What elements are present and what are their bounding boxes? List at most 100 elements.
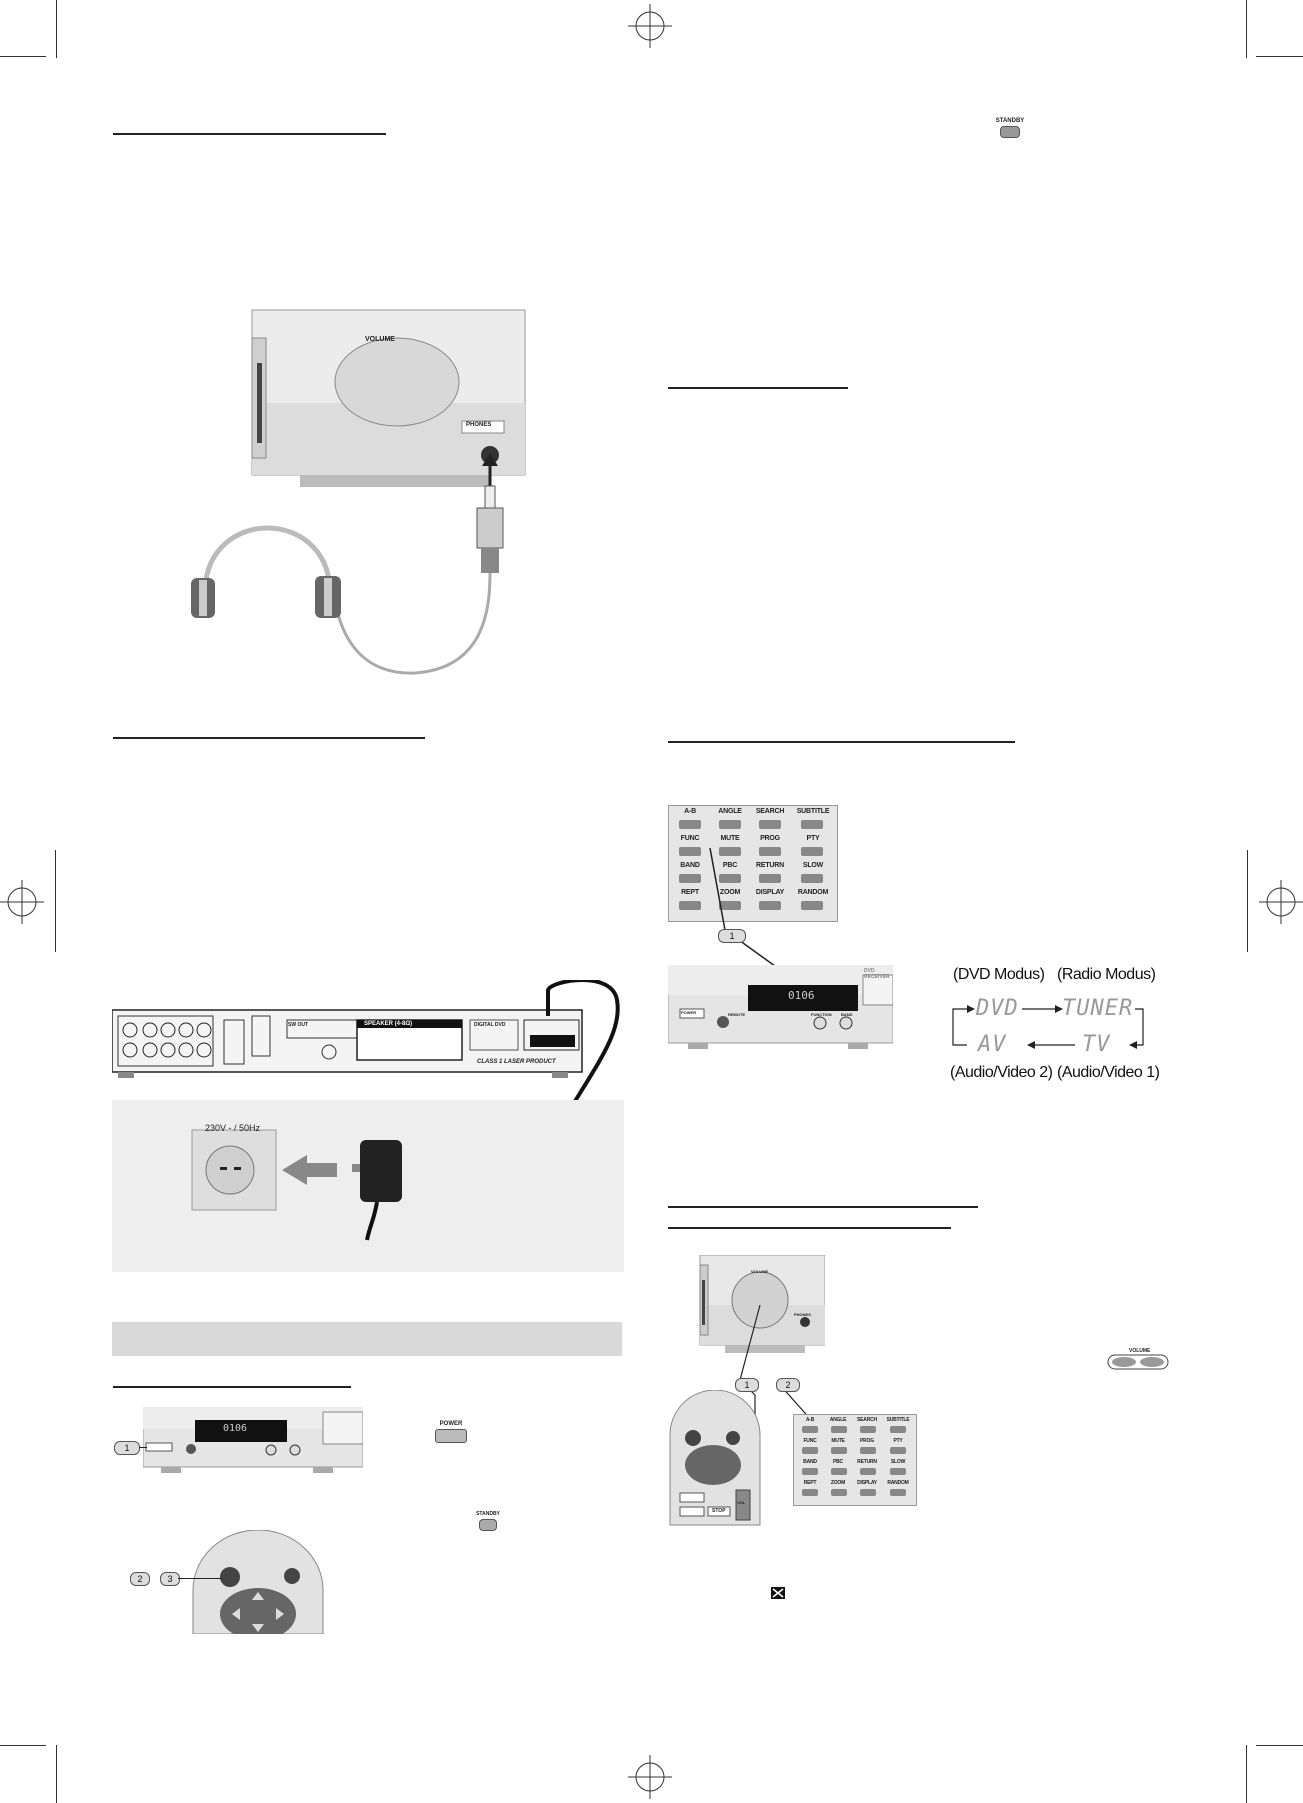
key-label: SLOW — [890, 1459, 906, 1465]
keypad-button[interactable] — [719, 820, 741, 829]
volume-unit-label: VOLUME — [751, 1269, 769, 1274]
keypad-button[interactable] — [860, 1447, 876, 1454]
standby-button-figure: STANDBY — [990, 118, 1030, 142]
crop-mark — [0, 56, 46, 57]
function-label: FUNCTION — [811, 1012, 832, 1017]
keypad-button[interactable] — [679, 874, 701, 883]
key-label: RANDOM — [797, 889, 829, 896]
standby-button-label: STANDBY — [476, 1511, 500, 1517]
crop-mark — [0, 1745, 46, 1746]
key-label: MUTE — [831, 1438, 845, 1444]
laser-label: CLASS 1 LASER PRODUCT — [477, 1059, 556, 1065]
key-label: SEARCH — [755, 808, 785, 815]
lcd-dvd: DVD — [976, 996, 1019, 1021]
keypad-button[interactable] — [860, 1426, 876, 1433]
mode-cycle-arrows — [952, 1005, 1144, 1049]
power-key-icon — [435, 1429, 467, 1443]
keypad-button[interactable] — [831, 1447, 847, 1454]
speaker-label: SPEAKER (4-8Ω) — [364, 1021, 413, 1027]
step-badge: 1 — [114, 1441, 140, 1455]
keypad-button[interactable] — [890, 1447, 906, 1454]
keypad-button[interactable] — [860, 1489, 876, 1496]
step-badge: 2 — [130, 1572, 150, 1586]
front-panel-small-illustration: 0106 — [142, 1406, 364, 1475]
keypad-button[interactable] — [802, 1468, 818, 1475]
keypad-button[interactable] — [802, 1447, 818, 1454]
keypad-button[interactable] — [679, 847, 701, 856]
keypad-button[interactable] — [831, 1468, 847, 1475]
lcd-av: AV — [978, 1032, 1007, 1057]
keypad-button[interactable] — [759, 901, 781, 910]
sw-out-label: SW OUT — [288, 1022, 308, 1028]
keypad-button[interactable] — [759, 874, 781, 883]
rocker-label: VOLUME — [1129, 1348, 1151, 1354]
registration-mark-right — [1259, 880, 1303, 924]
key-label: SLOW — [802, 862, 824, 869]
keypad-button[interactable] — [801, 901, 823, 910]
registration-mark-bottom — [628, 1755, 672, 1799]
keypad-button[interactable] — [890, 1468, 906, 1475]
keypad-button[interactable] — [890, 1426, 906, 1433]
keypad-button[interactable] — [801, 820, 823, 829]
keypad-button[interactable] — [802, 1426, 818, 1433]
standby-label: STANDBY — [995, 118, 1025, 124]
power-button-label: POWER — [439, 1421, 463, 1427]
key-label: ZOOM — [719, 889, 741, 896]
keypad-button[interactable] — [860, 1468, 876, 1475]
key-label: RANDOM — [887, 1480, 909, 1486]
stop-key-label: STOP — [712, 1508, 726, 1514]
key-label: REPT — [803, 1480, 817, 1486]
key-label: PBC — [833, 1459, 843, 1465]
keypad-button[interactable] — [719, 874, 741, 883]
key-label: MUTE — [720, 835, 740, 842]
front-panel-illustration: 0106 POWER REMOTE FUNCTION BAND DVD RECE… — [667, 964, 894, 1050]
section-bar — [112, 1322, 622, 1356]
step-badge: 1 — [735, 1378, 759, 1392]
keypad-button[interactable] — [759, 820, 781, 829]
callout-line — [139, 1447, 147, 1448]
crop-mark — [56, 0, 57, 58]
band-label: BAND — [841, 1012, 853, 1017]
crop-mark — [1246, 1745, 1247, 1803]
dvd-mode-label: (DVD Modus) — [953, 966, 1045, 983]
keypad-button[interactable] — [831, 1489, 847, 1496]
key-label: SEARCH — [857, 1417, 877, 1423]
keypad-button[interactable] — [719, 847, 741, 856]
radio-mode-label: (Radio Modus) — [1057, 966, 1156, 983]
headphone-illustration: VOLUME PHONES — [185, 308, 545, 688]
side-tick — [1247, 850, 1248, 952]
keypad-button[interactable] — [801, 847, 823, 856]
remote-illustration: STOP VOL — [668, 1389, 763, 1527]
lcd-tv: TV — [1082, 1032, 1111, 1057]
key-label: FUNC — [680, 835, 700, 842]
key-label: DISPLAY — [857, 1480, 877, 1486]
volume-label: VOLUME — [365, 336, 395, 343]
phones-unit-label: PHONES — [794, 1312, 811, 1317]
socket-label: 230V - / 50Hz — [205, 1123, 261, 1133]
keypad-button[interactable] — [801, 874, 823, 883]
key-label: A-B — [684, 808, 696, 815]
registration-mark-top — [628, 4, 672, 48]
heading-underline — [668, 1227, 951, 1229]
key-label: PROG — [760, 835, 780, 842]
lcd-tuner: TUNER — [1062, 996, 1134, 1021]
keypad-button[interactable] — [679, 820, 701, 829]
keypad-button[interactable] — [831, 1426, 847, 1433]
front-display-small: 0106 — [223, 1423, 248, 1434]
crop-mark — [1256, 1745, 1303, 1746]
keypad-button[interactable] — [802, 1489, 818, 1496]
key-label: ANGLE — [829, 1417, 847, 1423]
standby-key-icon-2 — [479, 1519, 497, 1531]
keypad-button[interactable] — [719, 901, 741, 910]
key-label: RETURN — [857, 1459, 877, 1465]
crop-mark — [56, 1745, 57, 1803]
crop-mark — [1256, 56, 1303, 57]
step-badge: 3 — [160, 1572, 180, 1586]
av1-label: (Audio/Video 1) — [1057, 1064, 1160, 1081]
keypad-button[interactable] — [759, 847, 781, 856]
crop-mark — [1246, 0, 1247, 58]
keypad-button[interactable] — [679, 901, 701, 910]
mute-icon — [770, 1586, 786, 1600]
step-badge: 2 — [776, 1378, 800, 1392]
keypad-button[interactable] — [890, 1489, 906, 1496]
